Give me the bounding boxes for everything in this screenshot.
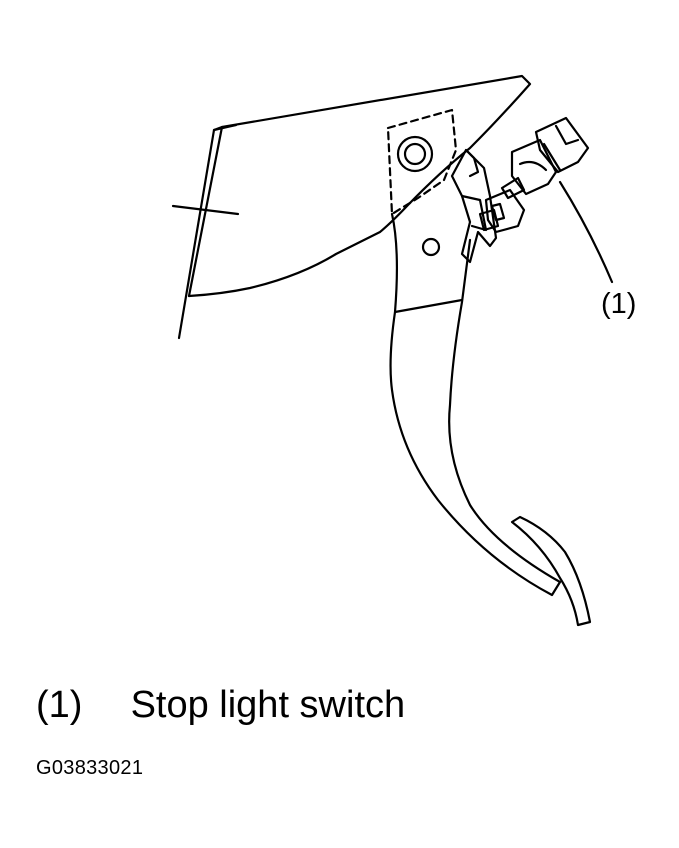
- pedal-arm-band: [393, 298, 464, 314]
- callout-leader-1: [558, 180, 614, 284]
- callout-label-1: (1): [601, 288, 637, 320]
- pivot-bolt-inner: [403, 142, 427, 166]
- switch-plunger: [478, 208, 500, 232]
- firewall-panel: [177, 125, 224, 340]
- switch-connector-back: [542, 142, 562, 172]
- pedal-pin: [421, 237, 441, 257]
- legend-item-text: Stop light switch: [130, 684, 406, 726]
- switch-bracket-detail-2: [464, 148, 480, 178]
- switch-bracket-detail: [460, 194, 488, 232]
- figure-code: G03833021: [36, 757, 144, 779]
- firewall-mark-line: [171, 204, 240, 216]
- switch-connector: [534, 116, 590, 174]
- switch-body-ring: [518, 160, 548, 172]
- brake-pedal-diagram: [171, 74, 614, 627]
- switch-bracket: [450, 148, 498, 264]
- pedal-pad: [510, 515, 592, 627]
- pivot-bracket-hidden: [386, 108, 458, 216]
- legend-item-number: (1): [36, 684, 83, 726]
- switch-body: [510, 138, 558, 196]
- legend-item: (1) Stop light switch: [36, 686, 405, 724]
- switch-connector-notch: [554, 124, 580, 146]
- pedal-bracket: [187, 74, 532, 298]
- pedal-arm: [389, 212, 562, 597]
- pivot-bolt-outer: [396, 135, 434, 173]
- switch-nut: [484, 188, 526, 234]
